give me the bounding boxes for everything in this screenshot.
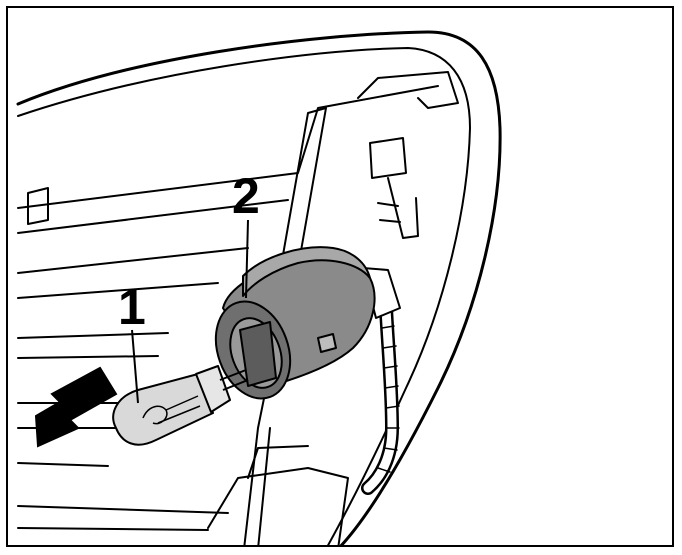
bulb-socket (214, 246, 376, 400)
wire-ribs (377, 325, 400, 473)
callout-2-label: 2 (232, 168, 260, 224)
base-line (17, 505, 229, 514)
upper-bracket (357, 71, 459, 109)
lens-edge (17, 85, 439, 209)
housing-rib-2 (17, 282, 219, 299)
left-flange (27, 187, 49, 225)
lens-edge-2 (17, 199, 289, 234)
bracket-lower-2 (257, 427, 271, 545)
bulb-pins (219, 369, 249, 391)
lamp-diagram: 1 2 (16, 30, 502, 545)
socket-top (242, 246, 371, 297)
callout-1-leader (131, 329, 139, 404)
housing-rib-4 (17, 355, 159, 359)
housing-rib-3 (17, 332, 169, 339)
base-line-2 (17, 527, 209, 531)
lower-panel (207, 467, 349, 545)
callout-1-label: 1 (118, 279, 146, 335)
clip-tab (387, 177, 419, 239)
callout-2-leader (245, 219, 249, 299)
lower-panel-2 (247, 445, 309, 479)
clip-rib (377, 202, 401, 223)
clip-housing (369, 137, 407, 179)
socket-contact (239, 321, 277, 387)
bulb-base (195, 365, 231, 413)
arrow-icon (34, 366, 118, 448)
diagram-frame: 1 2 (6, 6, 674, 547)
bulb-glass (112, 373, 214, 446)
housing-outer-contour (16, 30, 502, 545)
housing-rib-1 (17, 247, 249, 274)
socket-latch (317, 333, 337, 353)
bulb (112, 365, 249, 446)
housing-rib-7 (17, 462, 109, 467)
bulb-leads (157, 395, 201, 424)
